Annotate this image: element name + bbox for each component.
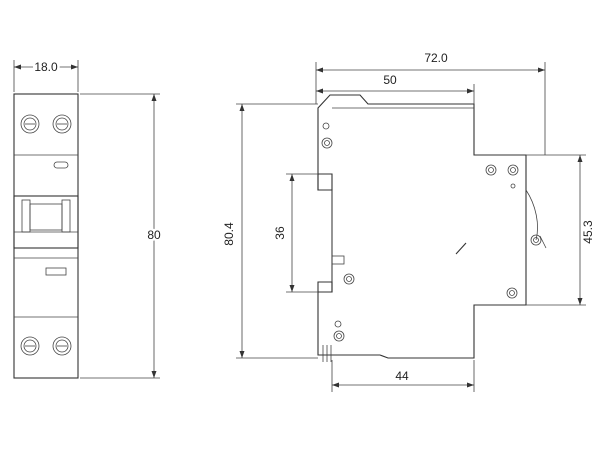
dim-top-width: 50: [316, 73, 475, 104]
dim-top-width-label: 50: [383, 73, 397, 87]
bottom-terminal-screws: [20, 336, 72, 356]
dim-base-width: 44: [331, 360, 475, 392]
dim-clip-height-label: 36: [273, 226, 287, 240]
test-button: [53, 161, 69, 169]
dim-front-height-label: 80: [147, 228, 161, 242]
dim-clip-height: 36: [273, 173, 318, 293]
dim-front-height: 80: [80, 93, 163, 379]
dim-front-width-label: 18.0: [34, 60, 58, 74]
dim-rear-height: 45.3: [526, 154, 595, 306]
side-slot: [455, 242, 467, 255]
dim-side-height-label: 80.4: [222, 222, 236, 246]
side-view: 72.0 50 80.4 36: [222, 51, 595, 392]
toggle-lever: [13, 195, 79, 249]
dim-side-height: 80.4: [222, 103, 318, 359]
front-body-outline: [13, 93, 79, 379]
bottom-latch: [322, 345, 332, 362]
dim-front-width: 18.0: [13, 58, 79, 92]
indicator-window: [45, 267, 67, 276]
side-holes: [321, 122, 519, 342]
rear-lever: [525, 189, 547, 249]
side-body-outline: [317, 94, 527, 359]
dim-rear-height-label: 45.3: [581, 220, 595, 244]
din-clip: [317, 173, 345, 293]
front-view: 18.0 80: [13, 58, 163, 379]
top-terminal-screws: [20, 114, 72, 134]
dim-side-width: 72.0: [315, 51, 546, 155]
dim-base-width-label: 44: [395, 369, 409, 383]
dim-side-width-label: 72.0: [424, 51, 448, 65]
